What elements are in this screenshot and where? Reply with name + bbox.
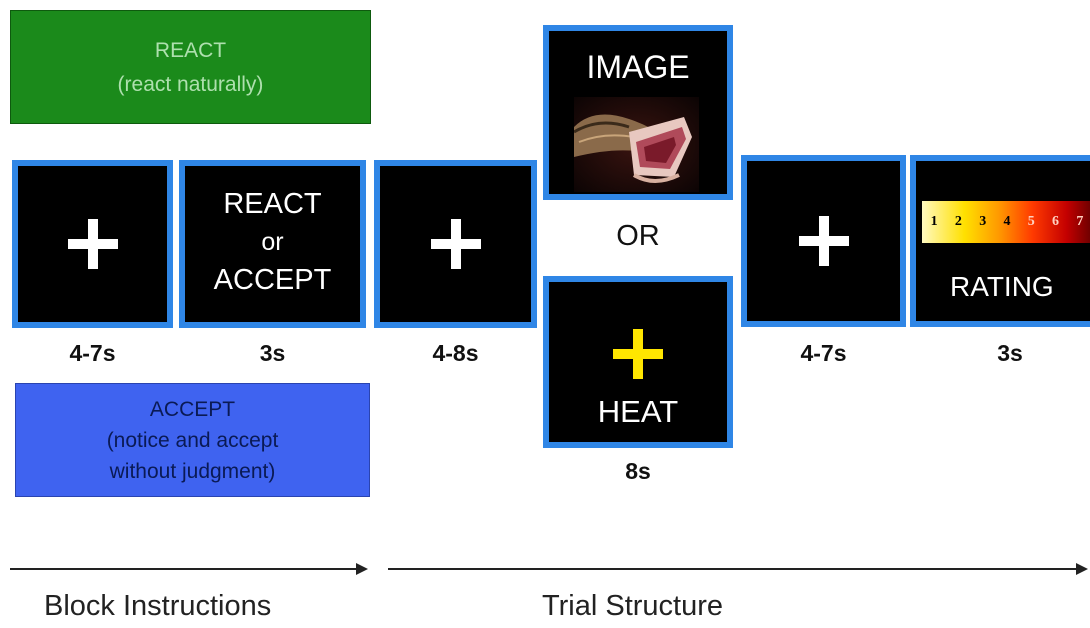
fixation-screen-2 xyxy=(374,160,537,328)
rating-label: RATING xyxy=(950,271,1054,302)
fixation-3-duration: 4-7s xyxy=(800,340,847,366)
react-subtitle: (react naturally) xyxy=(117,73,264,96)
image-label: IMAGE xyxy=(586,49,690,85)
arrow-right-icon xyxy=(356,563,368,575)
rating-scale-value: 1 xyxy=(930,214,938,229)
fixation-cross-icon xyxy=(430,219,481,269)
fixation-cross-icon xyxy=(67,219,118,269)
fixation-screen-1 xyxy=(12,160,173,328)
rating-screen: 1 2 3 4 5 6 7 RATING xyxy=(910,155,1090,327)
heat-screen: HEAT xyxy=(543,276,733,448)
heat-duration: 8s xyxy=(625,458,651,484)
rating-scale-value: 6 xyxy=(1052,214,1060,229)
fixation-2-duration: 4-8s xyxy=(432,340,479,366)
trial-structure-label: Trial Structure xyxy=(542,590,724,622)
image-screen: IMAGE xyxy=(543,25,733,200)
heat-cross-icon xyxy=(613,329,663,379)
react-title: REACT xyxy=(154,39,227,62)
rating-scale-value: 2 xyxy=(954,214,962,229)
rating-duration: 3s xyxy=(997,340,1023,366)
rating-scale-value: 4 xyxy=(1003,214,1011,229)
accept-line-2: (notice and accept xyxy=(106,429,279,452)
heat-label: HEAT xyxy=(597,394,679,429)
instruction-duration: 3s xyxy=(259,340,286,366)
fixation-cross-icon xyxy=(798,216,849,266)
block-instructions-label: Block Instructions xyxy=(44,590,272,622)
rating-scale-value: 3 xyxy=(979,214,987,229)
rating-scale: 1 2 3 4 5 6 7 xyxy=(922,201,1090,243)
react-instruction-box: REACT (react naturally) xyxy=(10,10,371,124)
instruction-screen: REACT or ACCEPT xyxy=(179,160,366,328)
fixation-1-duration: 4-7s xyxy=(69,340,116,366)
rating-scale-value: 7 xyxy=(1076,214,1084,229)
or-label: OR xyxy=(616,220,660,252)
instruction-line-accept: ACCEPT xyxy=(213,264,332,296)
block-instructions-arrow-line xyxy=(10,568,358,570)
accept-instruction-box: ACCEPT (notice and accept without judgme… xyxy=(15,383,370,497)
accept-line-3: without judgment) xyxy=(109,460,276,483)
trial-structure-arrow-line xyxy=(388,568,1078,570)
instruction-line-or: or xyxy=(261,228,284,256)
instruction-line-react: REACT xyxy=(223,188,322,220)
rating-scale-value: 5 xyxy=(1027,214,1035,229)
fixation-screen-3 xyxy=(741,155,906,327)
snake-photo-icon xyxy=(574,97,699,192)
arrow-right-icon xyxy=(1076,563,1088,575)
accept-title: ACCEPT xyxy=(149,398,236,421)
